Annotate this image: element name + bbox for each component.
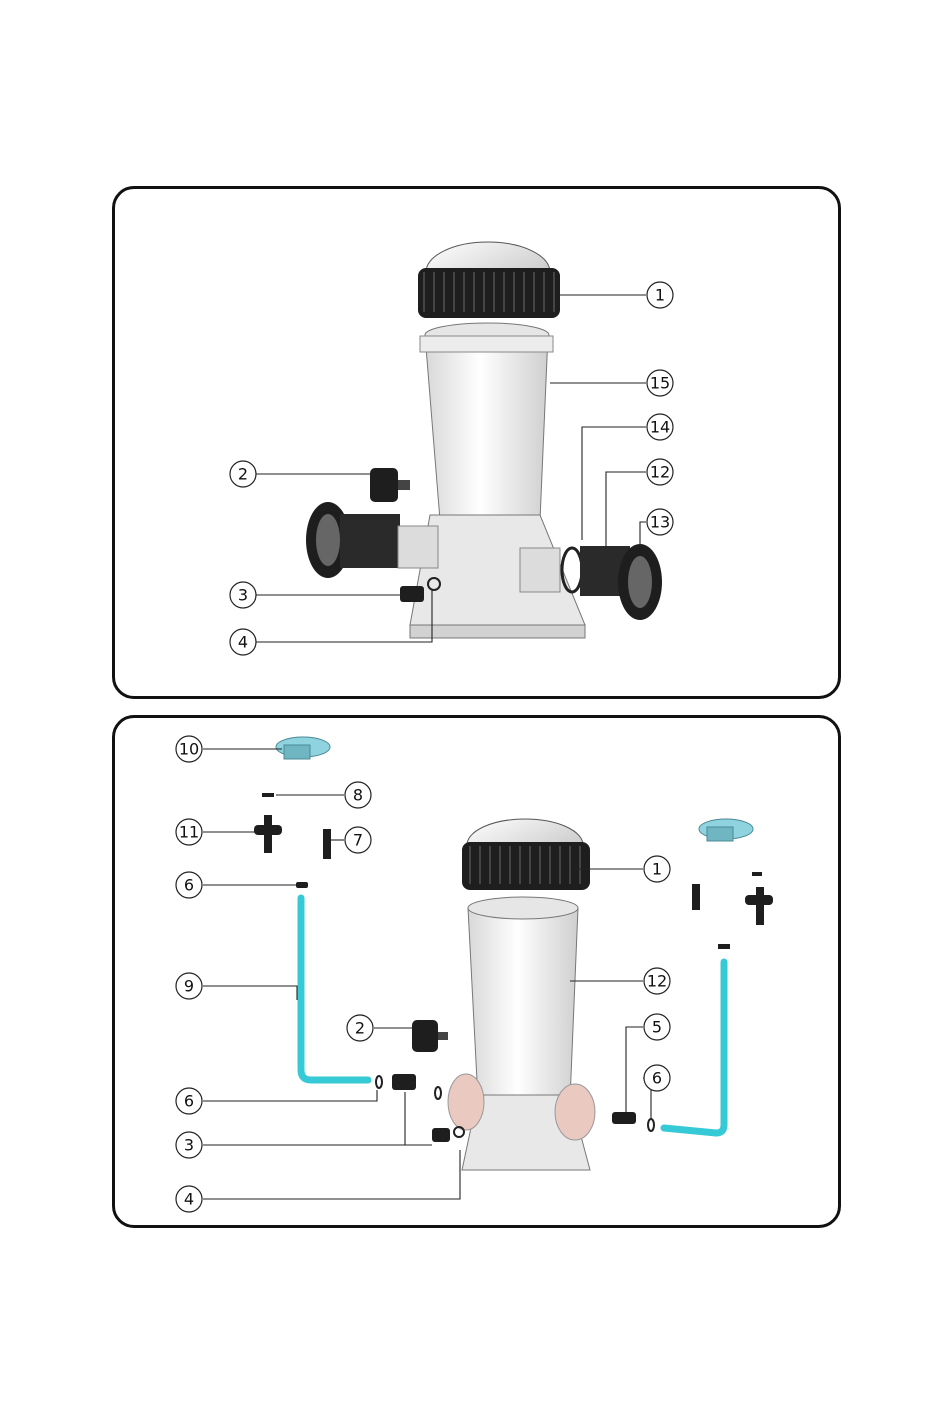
callout-10: 10: [176, 736, 202, 762]
svg-text:12: 12: [647, 972, 667, 991]
svg-text:1: 1: [652, 860, 662, 879]
port-left: [448, 1074, 484, 1130]
callout-11: 11: [176, 819, 202, 845]
svg-text:6: 6: [184, 876, 194, 895]
callout-1: 1: [647, 282, 673, 308]
port-right: [555, 1084, 595, 1140]
callout-12: 12: [647, 459, 673, 485]
svg-text:15: 15: [650, 374, 670, 393]
svg-text:1: 1: [655, 286, 665, 305]
callout-2-bottom: 2: [347, 1015, 373, 1041]
svg-text:3: 3: [238, 586, 248, 605]
svg-text:8: 8: [353, 786, 363, 805]
svg-text:4: 4: [184, 1190, 194, 1209]
svg-text:6: 6: [652, 1069, 662, 1088]
left-small-parts: [254, 793, 331, 888]
bottom-chlorinator-assembly: [254, 737, 773, 1170]
lid-part-1: [418, 242, 560, 318]
callout-6-top: 6: [176, 872, 202, 898]
bottom-callouts: 10 8 11 7 6 9 2 6 3 4 1 12 5 6: [176, 736, 670, 1212]
callout-13: 13: [647, 509, 673, 535]
callout-15: 15: [647, 370, 673, 396]
svg-text:6: 6: [184, 1092, 194, 1111]
svg-text:2: 2: [238, 465, 248, 484]
svg-text:10: 10: [179, 740, 199, 759]
callout-4: 4: [230, 629, 256, 655]
clamp-part-10: [276, 737, 330, 759]
callout-7: 7: [345, 827, 371, 853]
clamp-right: [699, 819, 753, 841]
part-7: [323, 829, 331, 859]
svg-text:7: 7: [353, 831, 363, 850]
svg-text:12: 12: [650, 463, 670, 482]
svg-text:13: 13: [650, 513, 670, 532]
body-part-12-bottom: [448, 897, 595, 1170]
callout-9: 9: [176, 973, 202, 999]
callout-6-mid: 6: [176, 1088, 202, 1114]
callout-4-bottom: 4: [176, 1186, 202, 1212]
right-small-parts: [692, 872, 773, 925]
callout-5: 5: [644, 1014, 670, 1040]
top-chlorinator-assembly: [306, 242, 662, 638]
svg-text:11: 11: [179, 823, 199, 842]
callout-2: 2: [230, 461, 256, 487]
callout-6-right: 6: [644, 1065, 670, 1091]
lid-part-1-bottom: [462, 819, 590, 890]
part-6-top: [296, 882, 308, 888]
svg-text:4: 4: [238, 633, 248, 652]
knob-part-2: [370, 468, 410, 502]
svg-text:14: 14: [650, 418, 670, 437]
callout-8: 8: [345, 782, 371, 808]
callout-3-bottom: 3: [176, 1132, 202, 1158]
knob-part-2-bottom: [412, 1020, 448, 1052]
callout-12-bottom: 12: [644, 968, 670, 994]
svg-text:3: 3: [184, 1136, 194, 1155]
callout-14: 14: [647, 414, 673, 440]
svg-text:5: 5: [652, 1018, 662, 1037]
callout-1-bottom: 1: [644, 856, 670, 882]
callout-3: 3: [230, 582, 256, 608]
svg-text:2: 2: [355, 1019, 365, 1038]
left-union-fitting: [306, 502, 438, 578]
connector-part-5: [612, 1112, 636, 1124]
part-8: [262, 793, 274, 797]
tube-part-9: [301, 898, 382, 1088]
svg-text:9: 9: [184, 977, 194, 996]
